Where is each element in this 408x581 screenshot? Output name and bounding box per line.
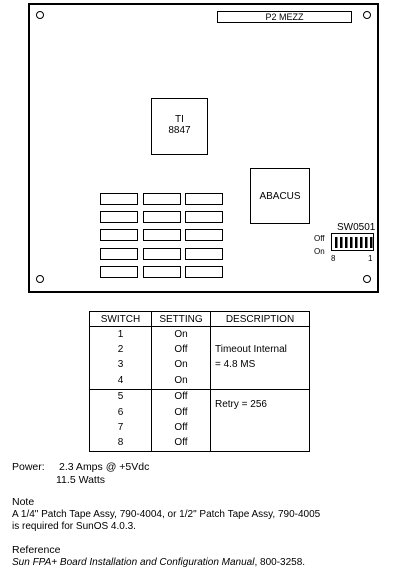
memory-chip (143, 248, 181, 260)
table-row: 8 Off (89, 435, 310, 453)
memory-chip (143, 211, 181, 223)
description-timeout-line1: Timeout Internal (215, 344, 287, 356)
note-line1: A 1/4" Patch Tape Assy, 790-4004, or 1/2… (12, 509, 321, 520)
header-description: DESCRIPTION (210, 311, 310, 327)
memory-chip (100, 229, 138, 241)
switch-off-label: Off (314, 234, 325, 243)
note-line2: is required for SunOS 4.0.3. (12, 521, 136, 532)
memory-chip (185, 193, 223, 205)
setting-cell: On (151, 357, 211, 374)
setting-cell: Off (151, 342, 211, 358)
dip-switch (331, 233, 374, 251)
memory-chip (100, 211, 138, 223)
setting-cell: On (151, 326, 211, 343)
reference-suffix: , 800-3258. (254, 557, 306, 568)
memory-chip (100, 266, 138, 278)
switch-cell: 5 (89, 389, 152, 405)
power-watts: 11.5 Watts (56, 474, 106, 486)
description-cell-timeout: Timeout Internal = 4.8 MS (210, 326, 310, 390)
description-timeout-line2: = 4.8 MS (215, 359, 256, 371)
setting-cell: Off (151, 389, 211, 405)
mounting-hole-bottom-right (363, 275, 371, 283)
abacus-label: ABACUS (259, 191, 301, 202)
p2-mezz-label: P2 MEZZ (265, 12, 304, 22)
ti-chip-label-line1: TI (175, 114, 184, 125)
memory-chip (185, 248, 223, 260)
setting-cell: On (151, 373, 211, 390)
table-row: 4 On (89, 373, 310, 390)
table-row: 2 Off (89, 342, 310, 358)
setting-cell: Off (151, 420, 211, 436)
power-amps: 2.3 Amps @ +5Vdc (59, 461, 150, 473)
switch-cell: 4 (89, 373, 152, 390)
setting-cell: Off (151, 435, 211, 453)
switch-cell: 8 (89, 435, 152, 453)
switch-number-1: 1 (368, 254, 373, 263)
dip-switch-toggles (335, 237, 373, 248)
table-row: 5 Off Retry = 256 (89, 389, 310, 453)
mounting-hole-top-right (363, 11, 371, 19)
reference-title: Sun FPA+ Board Installation and Configur… (12, 557, 255, 568)
memory-chip (185, 211, 223, 223)
memory-chip (100, 248, 138, 260)
ti-chip-label-line2: 8847 (168, 125, 191, 136)
p2-mezz-connector: P2 MEZZ (217, 11, 352, 23)
description-retry: Retry = 256 (215, 398, 267, 410)
switch-cell: 2 (89, 342, 152, 358)
memory-chip (185, 229, 223, 241)
memory-chip (185, 266, 223, 278)
note-heading: Note (12, 496, 35, 508)
setting-cell: Off (151, 404, 211, 421)
switch-number-8: 8 (331, 254, 336, 263)
reference-heading: Reference (12, 544, 61, 556)
switch-label: SW0501 (337, 222, 376, 233)
switch-cell: 3 (89, 357, 152, 374)
board-outline (28, 3, 379, 293)
switch-on-label: On (314, 247, 325, 256)
switch-settings-table: SWITCH SETTING DESCRIPTION 1 On Timeout … (89, 311, 310, 453)
table-row: 1 On Timeout Internal = 4.8 MS (89, 326, 310, 390)
abacus-chip: ABACUS (250, 168, 310, 224)
table-row: 7 Off (89, 420, 310, 436)
table-row: 3 On (89, 357, 310, 374)
description-cell-retry: Retry = 256 (210, 389, 310, 453)
switch-cell: 1 (89, 326, 152, 343)
memory-chip (143, 193, 181, 205)
mounting-hole-top-left (36, 11, 44, 19)
memory-chip (100, 193, 138, 205)
memory-chip-grid (100, 193, 224, 280)
power-label: Power: (12, 461, 45, 473)
reference-line: Sun FPA+ Board Installation and Configur… (12, 557, 305, 568)
header-setting: SETTING (151, 311, 211, 327)
memory-chip (143, 229, 181, 241)
memory-chip (143, 266, 181, 278)
ti-8847-chip: TI 8847 (151, 98, 208, 155)
table-row: 6 Off (89, 404, 310, 421)
table-header-row: SWITCH SETTING DESCRIPTION (89, 311, 310, 327)
mounting-hole-bottom-left (36, 275, 44, 283)
switch-cell: 7 (89, 420, 152, 436)
header-switch: SWITCH (89, 311, 152, 327)
switch-cell: 6 (89, 404, 152, 421)
